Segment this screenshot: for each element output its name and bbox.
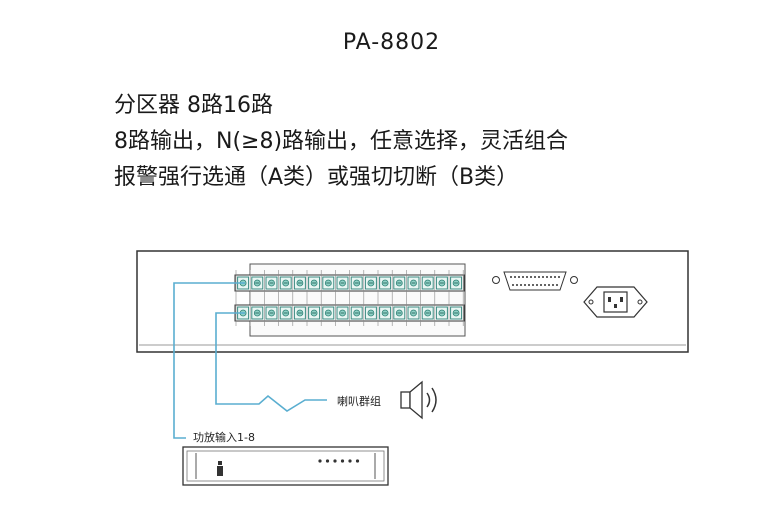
db25-pin — [520, 284, 522, 286]
amp-led — [325, 459, 330, 463]
db25-pin — [518, 276, 520, 278]
db25-pin — [542, 276, 544, 278]
amplifier-unit — [182, 446, 389, 486]
description: 分区器 8路16路 8路输出，N(≥8)路输出，任意选择，灵活组合 报警强行选通… — [114, 88, 568, 196]
db25-pin — [554, 276, 556, 278]
amp-led — [318, 459, 322, 463]
db25-pin — [516, 284, 518, 286]
speaker-group-label: 喇叭群组 — [337, 394, 381, 408]
amp-indicator-leds — [318, 459, 360, 463]
db25-pin — [526, 276, 528, 278]
db25-pin — [544, 284, 546, 286]
description-line-2: 8路输出，N(≥8)路输出，任意选择，灵活组合 — [114, 129, 569, 154]
amp-input-label: 功放输入1-8 — [193, 430, 255, 444]
db25-pin — [546, 276, 548, 278]
amp-led — [355, 459, 360, 463]
db25-pin — [528, 284, 530, 286]
db25-pin — [558, 276, 560, 278]
db25-pin — [532, 284, 534, 286]
amp-led — [340, 459, 345, 463]
description-line-3: 报警强行选通（A类）或强切切断（B类） — [114, 165, 519, 190]
db25-pin — [540, 284, 542, 286]
db25-pin — [548, 284, 550, 286]
db25-pin — [534, 276, 536, 278]
db25-pin — [512, 284, 514, 286]
amp-led — [333, 459, 337, 463]
db25-pin — [552, 284, 554, 286]
db25-pin — [524, 284, 526, 286]
speaker-output-cable — [215, 312, 327, 412]
db25-pin — [556, 284, 558, 286]
db25-pin — [550, 276, 552, 278]
db25-pin — [514, 276, 516, 278]
page-title: PA-8802 — [342, 30, 441, 55]
db25-pin — [530, 276, 532, 278]
db25-pin — [522, 276, 524, 278]
db25-pin — [538, 276, 540, 278]
power-inlet — [583, 286, 648, 318]
db25-pin — [536, 284, 538, 286]
speaker-icon — [400, 380, 437, 420]
terminal-group — [234, 270, 465, 326]
db25-pin — [510, 276, 512, 278]
amp-led — [348, 459, 352, 463]
description-line-1: 分区器 8路16路 — [114, 93, 273, 118]
amp-input-cable — [173, 282, 245, 439]
db25-connector — [492, 271, 578, 291]
